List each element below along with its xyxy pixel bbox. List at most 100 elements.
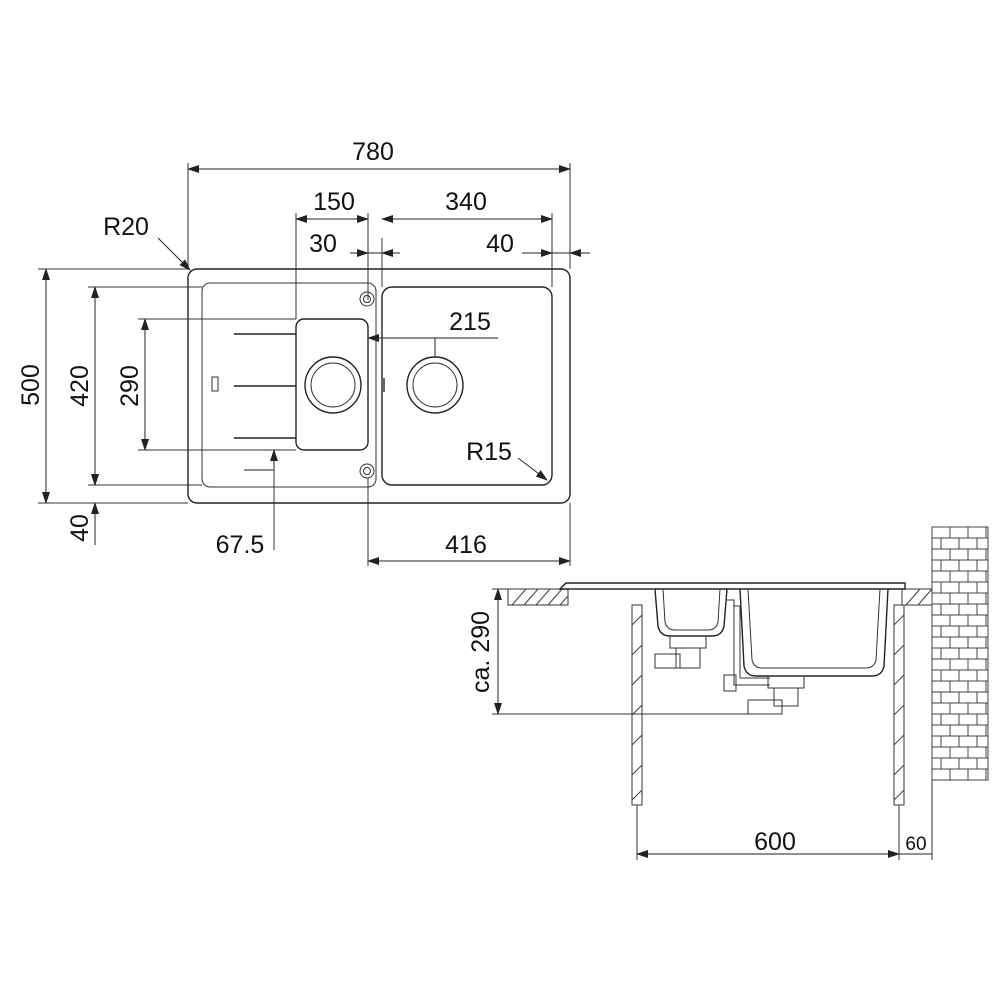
brick bbox=[976, 537, 989, 550]
brick bbox=[967, 702, 987, 715]
brick bbox=[931, 592, 951, 605]
brick bbox=[967, 548, 987, 561]
large-bowl-section bbox=[739, 588, 889, 677]
dim-label-600: 600 bbox=[754, 828, 796, 856]
brick bbox=[949, 526, 969, 539]
brick bbox=[976, 559, 989, 572]
brick bbox=[931, 713, 942, 726]
brick bbox=[967, 592, 987, 605]
brick bbox=[949, 724, 969, 737]
brick bbox=[940, 757, 960, 770]
drainer-area bbox=[201, 282, 377, 488]
brick bbox=[949, 658, 969, 671]
brick bbox=[931, 559, 942, 572]
brick bbox=[958, 581, 978, 594]
sink-outline bbox=[187, 268, 571, 504]
dim-label-215: 215 bbox=[449, 308, 491, 336]
brick bbox=[940, 603, 960, 616]
brick bbox=[958, 713, 978, 726]
brick bbox=[985, 658, 989, 671]
brick bbox=[985, 724, 989, 737]
brick-wall bbox=[931, 526, 989, 781]
brick bbox=[940, 691, 960, 704]
small-bowl-waste-inner bbox=[310, 362, 356, 408]
small-bowl bbox=[295, 318, 369, 451]
dim-label-500: 500 bbox=[17, 364, 45, 406]
overflow-slot bbox=[211, 376, 219, 392]
brick bbox=[976, 647, 989, 660]
brick bbox=[940, 713, 960, 726]
brick bbox=[931, 526, 951, 539]
dim-leader-r15 bbox=[517, 457, 548, 481]
dim-label-40-top: 40 bbox=[486, 230, 514, 258]
brick bbox=[931, 603, 942, 616]
dim-label-r15: R15 bbox=[466, 438, 512, 466]
brick bbox=[958, 559, 978, 572]
brick bbox=[976, 581, 989, 594]
brick bbox=[985, 768, 989, 781]
brick bbox=[940, 559, 960, 572]
brick bbox=[958, 691, 978, 704]
brick bbox=[967, 658, 987, 671]
small-bowl-waste-outer bbox=[304, 356, 362, 414]
brick bbox=[958, 603, 978, 616]
large-bowl-waste-inner bbox=[412, 362, 458, 408]
brick bbox=[949, 680, 969, 693]
dim-label-340: 340 bbox=[445, 188, 487, 216]
brick bbox=[949, 592, 969, 605]
dim-label-420: 420 bbox=[66, 365, 94, 407]
small-bowl-drain bbox=[669, 635, 707, 649]
brick bbox=[976, 757, 989, 770]
small-bowl-section bbox=[654, 588, 728, 637]
section-view: ca. 290 600 60 bbox=[467, 526, 989, 860]
brick bbox=[931, 570, 951, 583]
brick bbox=[931, 647, 942, 660]
large-bowl bbox=[381, 286, 553, 486]
brick bbox=[949, 768, 969, 781]
brick bbox=[931, 537, 942, 550]
brick bbox=[985, 614, 989, 627]
brick bbox=[931, 669, 942, 682]
brick bbox=[949, 636, 969, 649]
tap-hole-top bbox=[359, 291, 375, 307]
brick bbox=[931, 636, 951, 649]
brick bbox=[976, 625, 989, 638]
brick bbox=[949, 570, 969, 583]
brick bbox=[931, 746, 951, 759]
large-bowl-drain bbox=[767, 675, 805, 689]
brick bbox=[940, 647, 960, 660]
brick bbox=[958, 757, 978, 770]
brick bbox=[985, 746, 989, 759]
brick bbox=[940, 581, 960, 594]
brick bbox=[958, 647, 978, 660]
overflow-pipe bbox=[727, 599, 770, 686]
brick bbox=[949, 746, 969, 759]
brick bbox=[931, 702, 951, 715]
brick bbox=[985, 548, 989, 561]
dim-label-290: 290 bbox=[116, 365, 144, 407]
brick bbox=[931, 614, 951, 627]
brick bbox=[940, 669, 960, 682]
brick bbox=[940, 537, 960, 550]
brick bbox=[967, 526, 987, 539]
brick bbox=[976, 603, 989, 616]
brick bbox=[958, 537, 978, 550]
brick bbox=[931, 658, 951, 671]
brick bbox=[967, 570, 987, 583]
brick bbox=[949, 702, 969, 715]
dim-label-150: 150 bbox=[313, 188, 355, 216]
brick bbox=[976, 669, 989, 682]
tap-hole-bottom bbox=[359, 463, 375, 479]
brick bbox=[949, 548, 969, 561]
dim-label-30: 30 bbox=[309, 230, 337, 258]
brick bbox=[967, 636, 987, 649]
dim-label-67-5: 67.5 bbox=[216, 531, 265, 559]
brick bbox=[931, 735, 942, 748]
brick bbox=[931, 625, 942, 638]
brick bbox=[967, 768, 987, 781]
brick bbox=[985, 526, 989, 539]
brick bbox=[949, 614, 969, 627]
large-bowl-waste-outer bbox=[406, 356, 464, 414]
brick bbox=[931, 548, 951, 561]
